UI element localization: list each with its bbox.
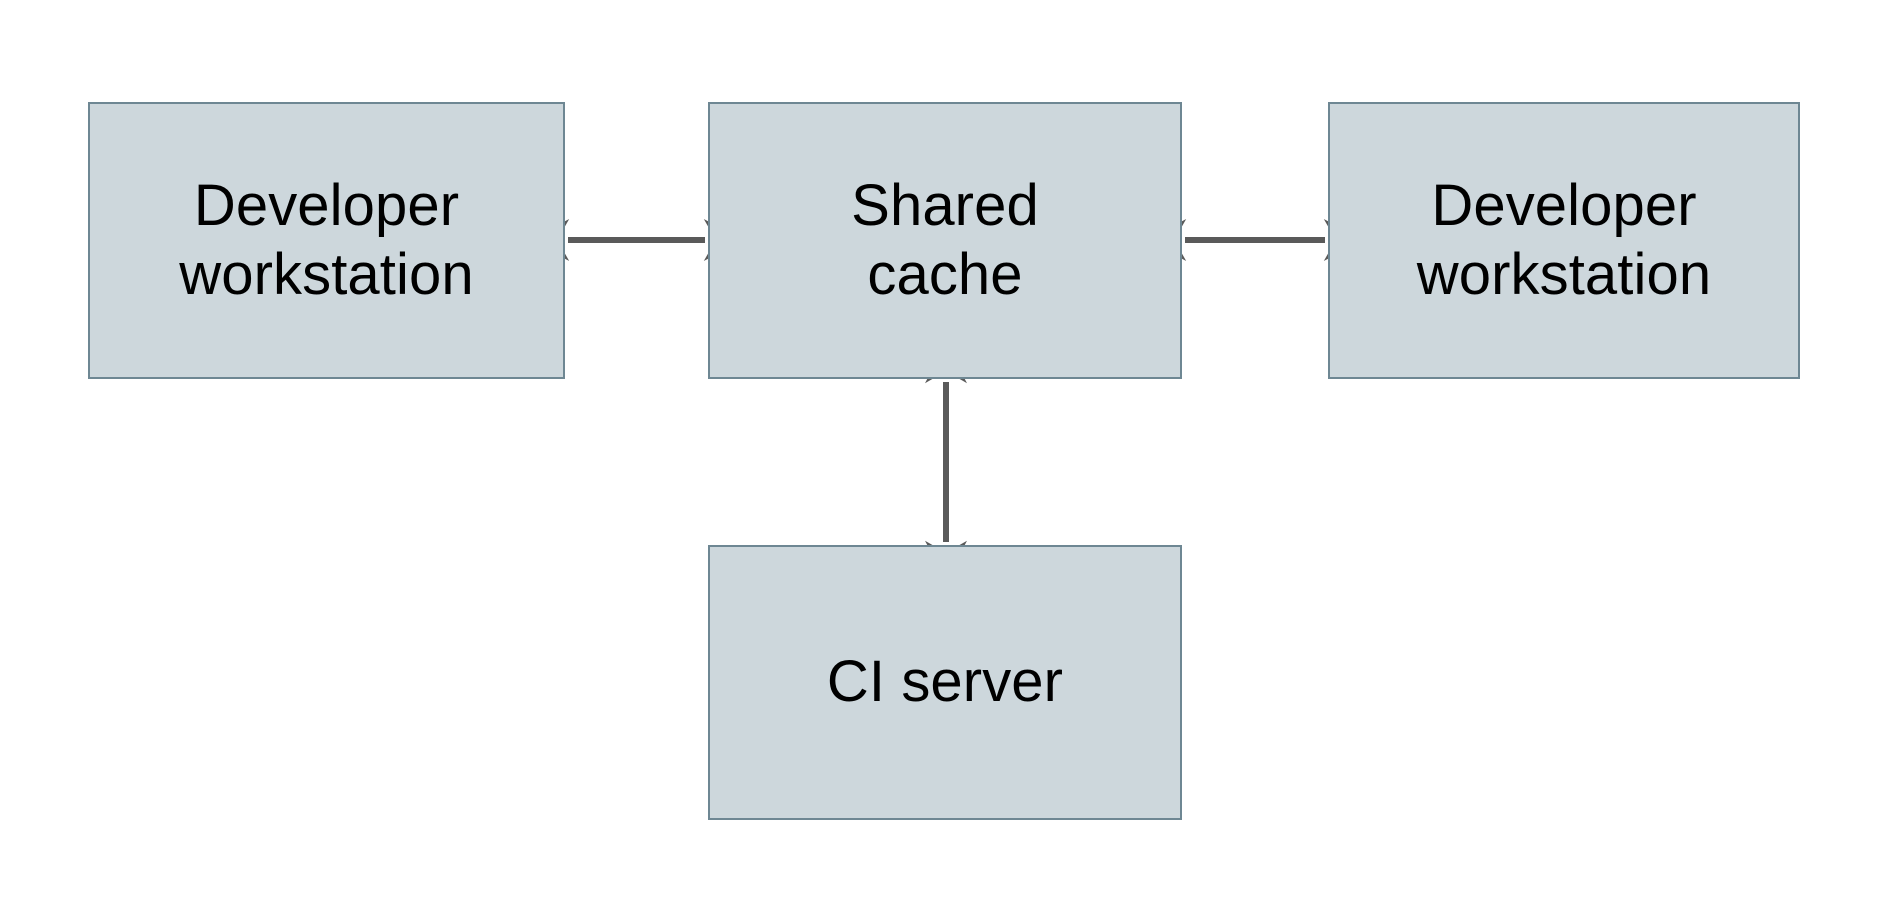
node-label: Developer workstation [179,173,474,307]
node-label: CI server [826,649,1064,715]
node-label: Shared cache [851,173,1039,307]
node-ci-server[interactable]: CI server [708,545,1182,820]
node-shared-cache[interactable]: Shared cache [708,102,1182,379]
node-label: Developer workstation [1416,173,1712,307]
node-developer-workstation-left[interactable]: Developer workstation [88,102,565,379]
node-developer-workstation-right[interactable]: Developer workstation [1328,102,1800,379]
